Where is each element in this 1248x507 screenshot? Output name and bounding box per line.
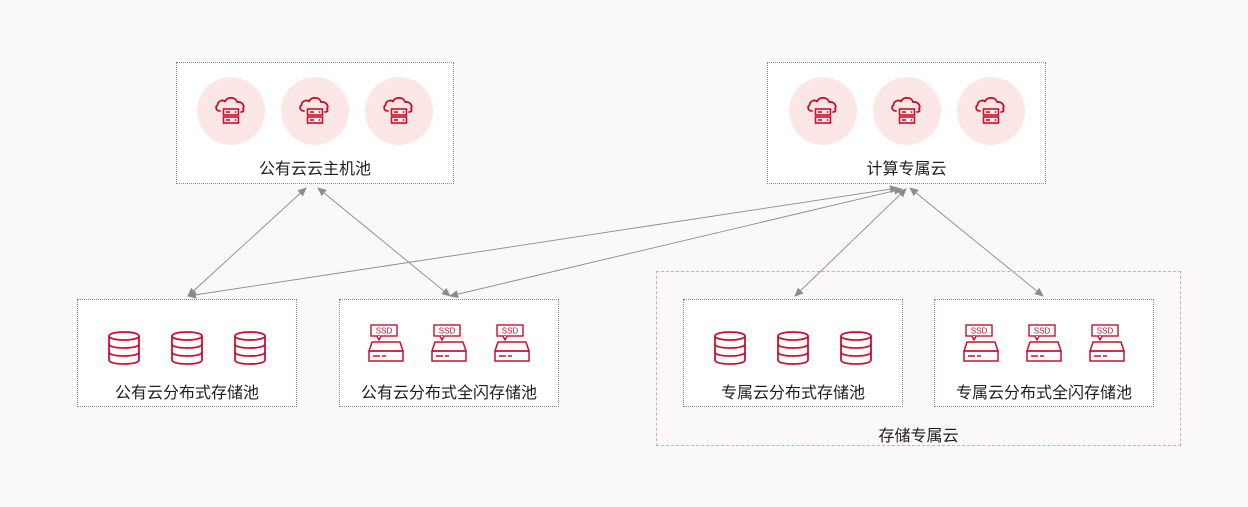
- dedicated-compute-icons: [768, 77, 1045, 145]
- connector-arrow-public_host_pool-to-public_allflash: [317, 187, 451, 297]
- dedicated-compute-cloud: 计算专属云: [767, 62, 1046, 184]
- database-icon: [838, 330, 874, 366]
- ssd-drive-icon: SSD: [430, 324, 468, 366]
- database-icon: [169, 330, 205, 366]
- dedicated-distributed-storage-label: 专属云分布式存储池: [720, 383, 865, 402]
- dedicated-distributed-storage-pool: 专属云分布式存储池: [683, 299, 903, 407]
- ssd-drive-icon: SSD: [493, 324, 531, 366]
- dedicated-allflash-storage-label: 专属云分布式全闪存储池: [955, 383, 1132, 402]
- svg-text:SSD: SSD: [1097, 327, 1114, 336]
- public-distributed-storage-label: 公有云分布式存储池: [114, 383, 259, 402]
- dedicated-allflash-storage-pool: SSD SSD SSD 专属云分布式全闪存储池: [934, 299, 1154, 407]
- storage-dedicated-cloud-group: [656, 271, 1181, 446]
- dedicated-compute-cloud-label: 计算专属云: [866, 159, 947, 178]
- dedicated-allflash-icons: SSD SSD SSD: [935, 324, 1153, 366]
- cloud-server-icon: [281, 77, 349, 145]
- cloud-server-icon: [788, 77, 857, 145]
- ssd-drive-icon: SSD: [367, 324, 405, 366]
- database-icon: [232, 330, 268, 366]
- public-allflash-storage-pool: SSD SSD SSD 公有云分布式全闪存储池: [339, 299, 559, 407]
- svg-text:SSD: SSD: [502, 327, 519, 336]
- database-icon: [106, 330, 142, 366]
- public-allflash-icons: SSD SSD SSD: [340, 324, 558, 366]
- cloud-server-icon: [872, 77, 941, 145]
- connector-arrow-public_host_pool-to-public_distributed: [187, 187, 307, 297]
- database-icon: [775, 330, 811, 366]
- ssd-drive-icon: SSD: [962, 324, 1000, 366]
- storage-dedicated-cloud-label: 存储专属云: [878, 426, 959, 445]
- database-icon: [712, 330, 748, 366]
- ssd-drive-icon: SSD: [1088, 324, 1126, 366]
- public-distributed-storage-pool: 公有云分布式存储池: [77, 299, 297, 407]
- public-cloud-host-pool: 公有云云主机池: [176, 62, 454, 184]
- ssd-drive-icon: SSD: [1025, 324, 1063, 366]
- svg-text:SSD: SSD: [439, 327, 456, 336]
- svg-text:SSD: SSD: [971, 327, 988, 336]
- svg-text:SSD: SSD: [1034, 327, 1051, 336]
- public-cloud-host-pool-label: 公有云云主机池: [258, 159, 371, 178]
- cloud-server-icon: [365, 77, 433, 145]
- svg-text:SSD: SSD: [376, 327, 393, 336]
- public-allflash-storage-label: 公有云分布式全闪存储池: [360, 383, 537, 402]
- host-pool-icons: [177, 77, 453, 145]
- cloud-server-icon: [956, 77, 1025, 145]
- cloud-server-icon: [197, 77, 265, 145]
- dedicated-distributed-icons: [684, 330, 902, 366]
- public-distributed-icons: [78, 330, 296, 366]
